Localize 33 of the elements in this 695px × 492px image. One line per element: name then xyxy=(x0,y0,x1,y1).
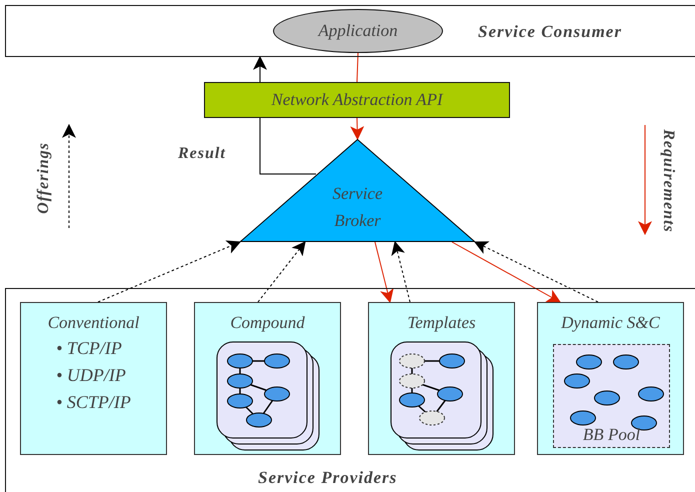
provider-box xyxy=(20,302,167,455)
pool-box xyxy=(553,344,670,448)
connector-arrow xyxy=(452,242,562,303)
side-label: Offerings xyxy=(35,142,53,214)
box-title: Conventional xyxy=(48,313,140,334)
connector-arrow xyxy=(374,242,394,304)
edge-label: Result xyxy=(178,145,226,163)
providers-band xyxy=(5,288,695,492)
provider-box xyxy=(194,302,341,455)
band-title: Service Consumer xyxy=(478,22,622,42)
connector-arrow xyxy=(474,241,598,302)
list-item: • SCTP/IP xyxy=(56,391,131,414)
node-label: Service Broker xyxy=(331,183,384,232)
list-item: • TCP/IP xyxy=(56,337,122,360)
box-title: Compound xyxy=(230,313,305,334)
consumer-band xyxy=(5,5,695,57)
box-title: Templates xyxy=(407,313,476,334)
band-title: Service Providers xyxy=(258,468,398,488)
connector-arrow xyxy=(253,56,267,82)
connector-arrow xyxy=(350,118,364,140)
api-box xyxy=(204,82,510,118)
box-title: Dynamic S&C xyxy=(561,313,660,334)
connector-arrow xyxy=(258,241,306,302)
pool-label: BB Pool xyxy=(582,424,640,445)
provider-box xyxy=(537,302,684,455)
connector-arrow xyxy=(98,240,242,302)
broker-triangle xyxy=(240,139,475,242)
list-item: • UDP/IP xyxy=(56,364,126,388)
side-label: Requirements xyxy=(659,129,677,233)
node-label: Application xyxy=(318,20,398,42)
node-label: Network Abstraction API xyxy=(271,90,443,110)
provider-box xyxy=(368,302,515,455)
connector-arrow xyxy=(391,240,410,302)
